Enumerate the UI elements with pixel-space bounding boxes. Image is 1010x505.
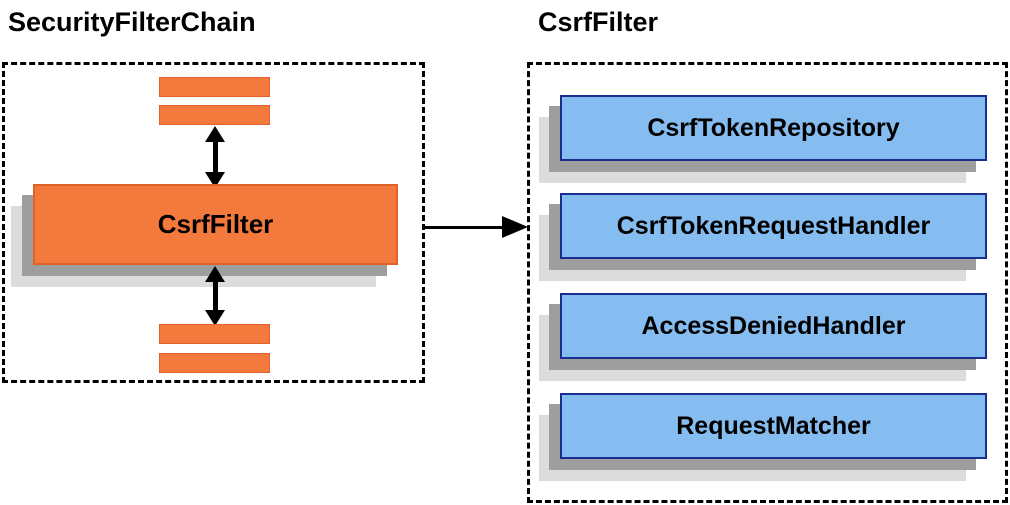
arrowhead-up-icon [205,126,225,142]
arrowhead-up-icon [205,266,225,282]
component-box-access-denied-handler: AccessDeniedHandler [560,293,987,359]
bidirectional-arrow-icon [205,126,226,188]
arrow-shaft [213,280,218,312]
component-label: CsrfTokenRepository [647,113,900,142]
component-label: CsrfTokenRequestHandler [616,211,931,240]
filter-placeholder-bar [159,105,270,125]
component-label: AccessDeniedHandler [641,311,906,340]
bidirectional-arrow-icon [205,266,226,326]
arrow-shaft [213,140,218,174]
security-filter-chain-container [2,62,425,383]
connector-arrowhead-right-icon [502,216,528,238]
csrf-filter-box: CsrfFilter [33,184,398,265]
filter-placeholder-bar [159,324,270,344]
security-filter-chain-title: SecurityFilterChain [8,7,256,37]
csrf-filter-box-label: CsrfFilter [157,209,274,239]
filter-placeholder-bar [159,353,270,373]
arrowhead-down-icon [205,310,225,326]
component-box-csrf-token-repository: CsrfTokenRepository [560,95,987,161]
component-box-csrf-token-request-handler: CsrfTokenRequestHandler [560,193,987,259]
component-label: RequestMatcher [676,411,871,440]
csrf-filter-container [527,62,1008,503]
filter-placeholder-bar [159,77,270,97]
connector-arrow-shaft [425,226,505,229]
component-box-request-matcher: RequestMatcher [560,393,987,459]
csrf-filter-title: CsrfFilter [538,7,659,37]
